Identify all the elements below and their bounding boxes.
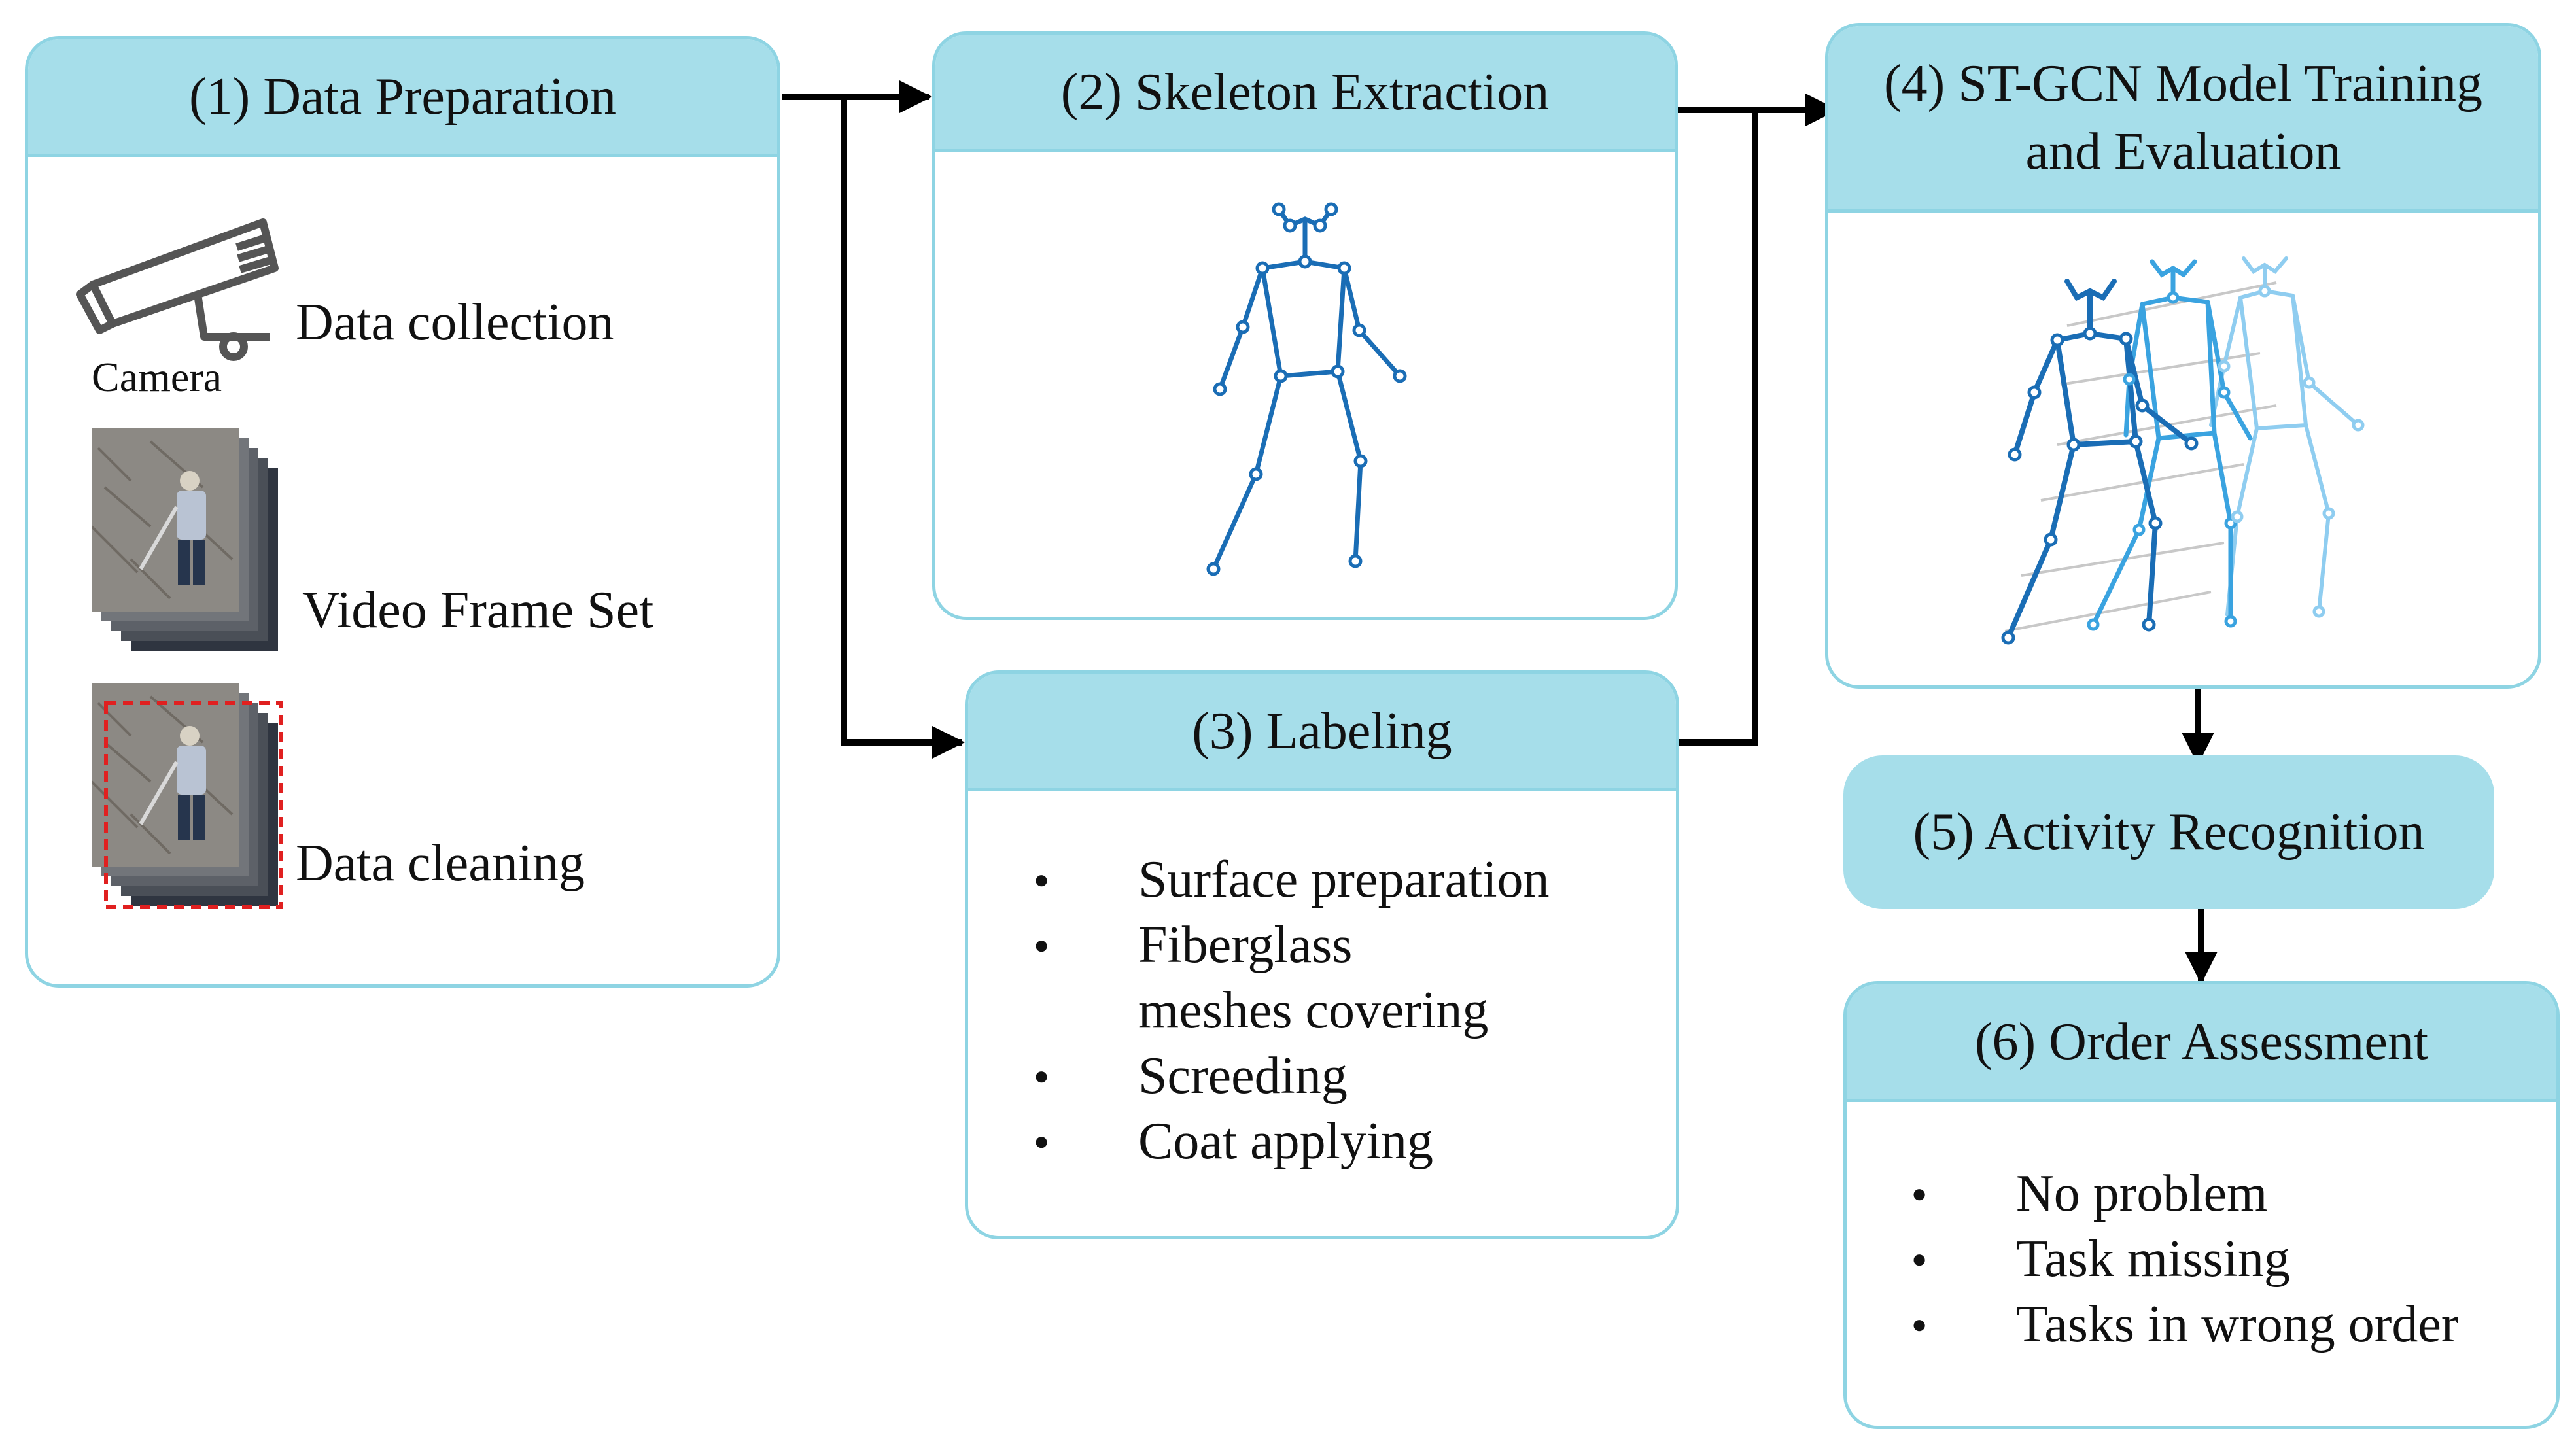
arrow-prep-to-labeling [841, 97, 965, 759]
activity-recognition-box: (5) Activity Recognition [1843, 755, 2494, 909]
skeleton-figure [1206, 202, 1407, 576]
labeling-item-surface-preparation: Surface preparation [1034, 847, 1622, 912]
labeling-item-coat-applying: Coat applying [1034, 1109, 1622, 1174]
skeleton-extraction-box: (2) Skeleton Extraction [932, 31, 1678, 620]
data-cleaning-image [92, 683, 283, 909]
data-cleaning-highlight [104, 701, 283, 909]
video-frame-set-image [92, 428, 278, 651]
labeling-item-fiberglass-meshes: Fiberglass meshes covering [1034, 912, 1505, 1043]
video-frame-set-label: Video Frame Set [302, 581, 654, 639]
labeling-title: (3) Labeling [968, 674, 1676, 791]
labeling-item-screeding: Screeding [1034, 1043, 1622, 1109]
order-assessment-list: No problem Task missing Tasks in wrong o… [1911, 1161, 2533, 1357]
camera-icon [76, 218, 279, 361]
skeleton-sequence-figure [2001, 256, 2365, 645]
data-preparation-title: (1) Data Preparation [28, 39, 777, 157]
order-assessment-title: (6) Order Assessment [1847, 984, 2556, 1102]
labeling-list: Surface preparation Fiberglass meshes co… [1034, 847, 1622, 1174]
arrow-labeling-to-training [1675, 110, 1758, 746]
training-evaluation-title: (4) ST-GCN Model Training and Evaluation [1828, 26, 2538, 213]
data-collection-label: Data collection [296, 294, 614, 351]
camera-label: Camera [92, 354, 222, 400]
assessment-item-no-problem: No problem [1911, 1161, 2533, 1226]
training-evaluation-box: (4) ST-GCN Model Training and Evaluation [1825, 23, 2541, 689]
data-cleaning-label: Data cleaning [296, 835, 585, 892]
assessment-item-task-missing: Task missing [1911, 1226, 2533, 1292]
skeleton-extraction-title: (2) Skeleton Extraction [935, 35, 1675, 152]
assessment-item-wrong-order: Tasks in wrong order [1911, 1292, 2533, 1357]
